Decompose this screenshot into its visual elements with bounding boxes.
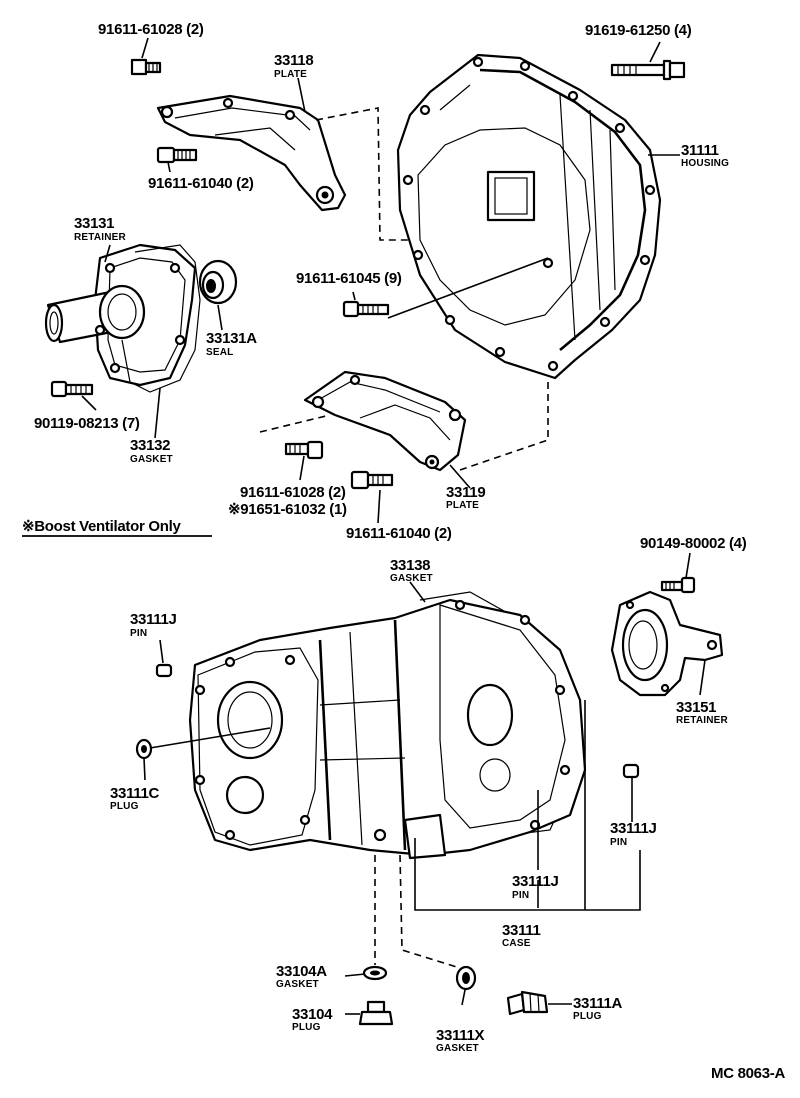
label-33111J-center-name: PIN bbox=[512, 890, 529, 901]
label-33111J-left-number: 33111J bbox=[130, 611, 177, 628]
bolt-91619-61250-drawing bbox=[610, 59, 686, 81]
plug-33111A-drawing bbox=[506, 990, 549, 1016]
pin-33111J-left-drawing bbox=[155, 663, 173, 678]
retainer-33131-drawing bbox=[44, 243, 197, 387]
plate-33118-drawing bbox=[156, 94, 347, 212]
bolt-91611-61028-mid-drawing bbox=[284, 440, 324, 460]
label-91619-61250: 91619-61250 (4) bbox=[585, 22, 692, 39]
label-33111J-right-number: 33111J bbox=[610, 820, 657, 837]
bolt-90149-80002-drawing bbox=[660, 576, 696, 594]
label-33119-number: 33119 bbox=[446, 484, 485, 501]
label-33111C-number: 33111C bbox=[110, 785, 160, 802]
label-31111-name: HOUSING bbox=[681, 158, 729, 169]
bolt-91611-61040-mid-drawing bbox=[350, 470, 394, 490]
label-91611-61028-top: 91611-61028 (2) bbox=[98, 21, 204, 38]
case-33111-drawing bbox=[188, 598, 587, 860]
label-33131-number: 33131 bbox=[74, 215, 114, 232]
label-33111C-name: PLUG bbox=[110, 801, 139, 812]
label-33104-name: PLUG bbox=[292, 1022, 321, 1033]
label-33111J-left-name: PIN bbox=[130, 628, 147, 639]
leader-lines bbox=[81, 37, 706, 1015]
plug-33104-drawing bbox=[358, 1000, 394, 1026]
label-33119-name: PLATE bbox=[446, 500, 479, 511]
bolt-91611-61045-drawing bbox=[342, 300, 390, 318]
label-33138-number: 33138 bbox=[390, 557, 430, 574]
label-91611-61040-mid: 91611-61040 (2) bbox=[346, 525, 452, 542]
label-33111J-center-number: 33111J bbox=[512, 873, 559, 890]
label-33138-name: GASKET bbox=[390, 573, 433, 584]
label-90119-08213: 90119-08213 (7) bbox=[34, 415, 140, 432]
bolt-91611-61028-top-drawing bbox=[130, 58, 162, 76]
label-33131A-number: 33131A bbox=[206, 330, 257, 347]
label-33104-number: 33104 bbox=[292, 1006, 333, 1023]
label-33111X-number: 33111X bbox=[436, 1027, 485, 1044]
label-91651-61032: ※91651-61032 (1) bbox=[228, 501, 347, 518]
pin-33111J-right-drawing bbox=[622, 763, 640, 779]
label-91611-61028-mid: 91611-61028 (2) bbox=[240, 484, 346, 501]
label-33111X-name: GASKET bbox=[436, 1043, 479, 1054]
label-33118-number: 33118 bbox=[274, 52, 313, 69]
bolt-90119-08213-drawing bbox=[50, 380, 94, 398]
label-33131A-name: SEAL bbox=[206, 347, 233, 358]
label-33111J-right-name: PIN bbox=[610, 837, 627, 848]
diagram-code: MC 8063-A bbox=[711, 1065, 785, 1082]
seal-33131A-drawing bbox=[198, 259, 238, 305]
label-33104A-number: 33104A bbox=[276, 963, 327, 980]
bolt-91611-61040-top-drawing bbox=[156, 146, 198, 164]
housing-31111-drawing bbox=[396, 53, 662, 380]
label-31111-number: 31111 bbox=[681, 142, 719, 159]
label-33111-case-name: CASE bbox=[502, 938, 531, 949]
label-33104A-name: GASKET bbox=[276, 979, 319, 990]
label-33132-name: GASKET bbox=[130, 454, 173, 465]
label-91611-61045: 91611-61045 (9) bbox=[296, 270, 402, 287]
labels: 91611-61028 (2) 33118 PLATE 91619-61250 … bbox=[22, 21, 786, 1082]
gasket-33104A-drawing bbox=[362, 965, 388, 981]
plate-33119-drawing bbox=[303, 370, 467, 472]
plug-33111C-drawing bbox=[135, 738, 153, 760]
gasket-33132-drawing bbox=[121, 244, 201, 393]
label-91611-61040-top: 91611-61040 (2) bbox=[148, 175, 254, 192]
label-33151-name: RETAINER bbox=[676, 715, 729, 726]
label-33111A-number: 33111A bbox=[573, 995, 623, 1012]
label-33131-name: RETAINER bbox=[74, 232, 127, 243]
label-33111A-name: PLUG bbox=[573, 1011, 602, 1022]
note-boost-ventilator: ※Boost Ventilator Only bbox=[22, 518, 181, 535]
label-33132-number: 33132 bbox=[130, 437, 170, 454]
label-33151-number: 33151 bbox=[676, 699, 716, 716]
retainer-33151-drawing bbox=[610, 590, 724, 697]
label-90149-80002: 90149-80002 (4) bbox=[640, 535, 747, 552]
gasket-33111X-drawing bbox=[455, 965, 477, 991]
label-33118-name: PLATE bbox=[274, 69, 307, 80]
label-33111-case-number: 33111 bbox=[502, 922, 541, 939]
